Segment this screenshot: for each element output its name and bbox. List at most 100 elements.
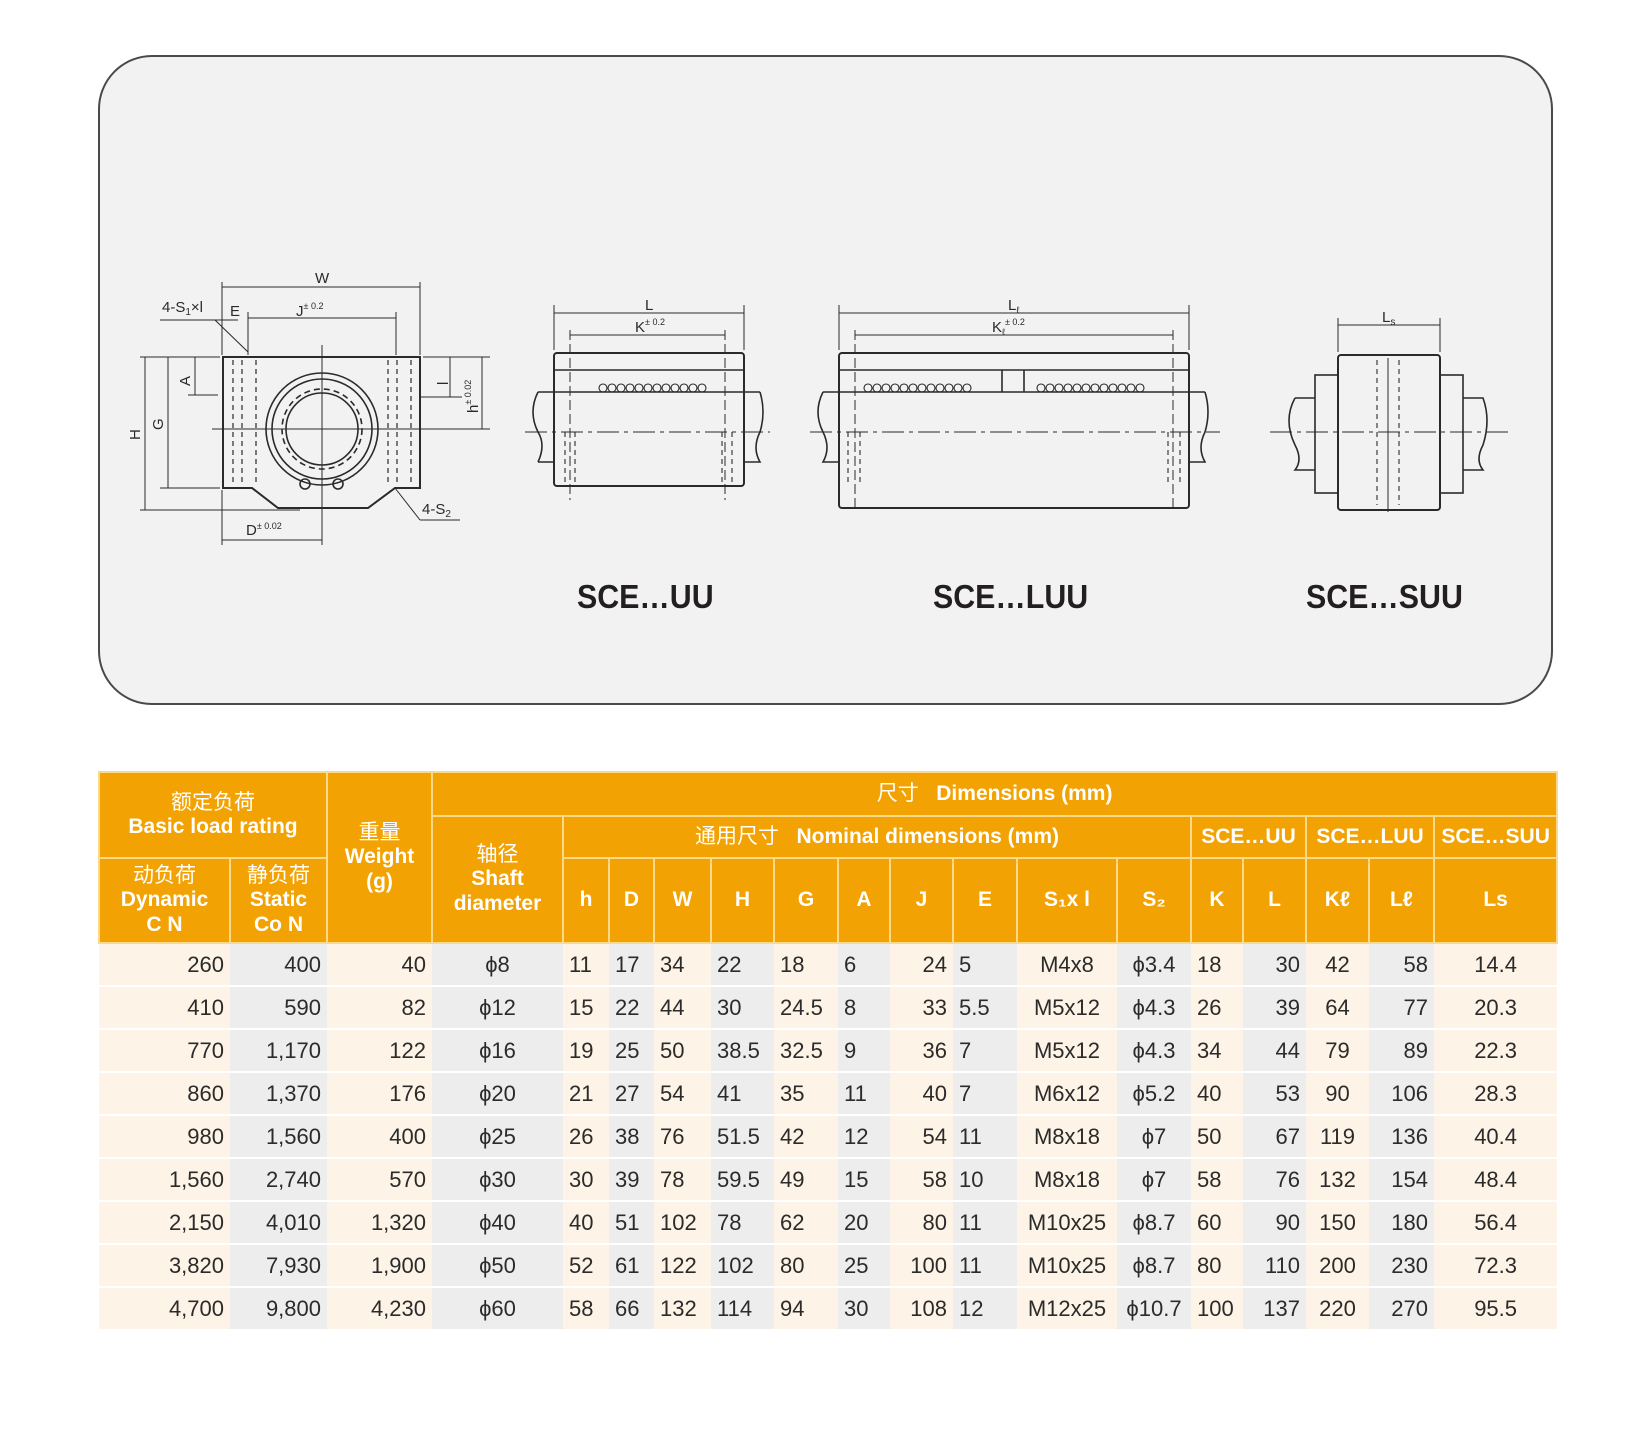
dim-S2: 4-S2 — [422, 501, 451, 520]
model-label-uu: SCE…UU — [577, 578, 714, 615]
uu-side-drawing: L K± 0.2 — [525, 297, 770, 500]
cell-S1xl: M5x12 — [1017, 985, 1117, 1029]
header-col-Ls: Ls — [1432, 857, 1559, 944]
cell-S2: ϕ10.7 — [1117, 1286, 1191, 1329]
cell-dynamic: 260 — [99, 942, 230, 986]
header-col-Ll: Lℓ — [1368, 857, 1435, 944]
header-nominal-dimensions: 通用尺寸 Nominal dimensions (mm) — [562, 815, 1192, 859]
cell-Ls: 20.3 — [1434, 985, 1558, 1029]
cell-H: 114 — [711, 1286, 774, 1329]
cell-E: 10 — [953, 1157, 1017, 1201]
cell-K: 58 — [1191, 1157, 1243, 1201]
cell-G: 35 — [774, 1071, 838, 1115]
cell-E: 11 — [953, 1114, 1017, 1158]
cell-D: 66 — [609, 1286, 654, 1329]
cell-h: 52 — [563, 1243, 609, 1287]
header-dimensions: 尺寸 Dimensions (mm) — [430, 771, 1559, 817]
cell-H: 22 — [711, 942, 774, 986]
dim-A: A — [177, 376, 194, 386]
cell-S1xl: M4x8 — [1017, 942, 1117, 986]
cell-K: 100 — [1191, 1286, 1243, 1329]
cell-W: 44 — [654, 985, 711, 1029]
cell-S2: ϕ7 — [1117, 1114, 1191, 1158]
header-group-uu: SCE…UU — [1190, 815, 1307, 859]
cell-A: 25 — [838, 1243, 890, 1287]
cell-J: 58 — [890, 1157, 953, 1201]
header-col-K: K — [1190, 857, 1244, 944]
cell-D: 25 — [609, 1028, 654, 1072]
cell-weight: 570 — [327, 1157, 432, 1201]
cell-Kl: 150 — [1306, 1200, 1369, 1244]
cell-S2: ϕ8.7 — [1117, 1200, 1191, 1244]
cell-Kl: 79 — [1306, 1028, 1369, 1072]
cell-dynamic: 2,150 — [99, 1200, 230, 1244]
cell-J: 40 — [890, 1071, 953, 1115]
cell-G: 62 — [774, 1200, 838, 1244]
dim-h: h± 0.02 — [463, 380, 482, 413]
cell-G: 49 — [774, 1157, 838, 1201]
cell-S1xl: M8x18 — [1017, 1157, 1117, 1201]
cell-A: 30 — [838, 1286, 890, 1329]
luu-side-drawing: Lℓ Kℓ± 0.2 — [810, 297, 1220, 510]
cell-Ll: 136 — [1369, 1114, 1434, 1158]
cell-K: 34 — [1191, 1028, 1243, 1072]
cell-K: 80 — [1191, 1243, 1243, 1287]
cell-Ls: 48.4 — [1434, 1157, 1558, 1201]
cell-G: 18 — [774, 942, 838, 986]
cell-D: 22 — [609, 985, 654, 1029]
cell-D: 27 — [609, 1071, 654, 1115]
cell-S1xl: M10x25 — [1017, 1243, 1117, 1287]
cell-J: 33 — [890, 985, 953, 1029]
dim-l: l — [435, 382, 452, 385]
cell-D: 39 — [609, 1157, 654, 1201]
cell-L: 90 — [1243, 1200, 1306, 1244]
cell-A: 6 — [838, 942, 890, 986]
cell-shaft: ϕ30 — [432, 1157, 563, 1201]
cell-L: 53 — [1243, 1071, 1306, 1115]
cell-static: 4,010 — [230, 1200, 327, 1244]
dim-H: H — [127, 429, 144, 440]
cell-Kl: 64 — [1306, 985, 1369, 1029]
cell-static: 1,170 — [230, 1028, 327, 1072]
specification-table: 额定负荷 Basic load rating 重量 Weight (g) 尺寸 … — [98, 771, 1559, 1329]
cell-weight: 400 — [327, 1114, 432, 1158]
cell-h: 15 — [563, 985, 609, 1029]
dim-suu-Ls: Ls — [1382, 309, 1395, 328]
cell-W: 34 — [654, 942, 711, 986]
cell-E: 5 — [953, 942, 1017, 986]
cell-S1xl: M6x12 — [1017, 1071, 1117, 1115]
cell-Ls: 72.3 — [1434, 1243, 1558, 1287]
cell-G: 32.5 — [774, 1028, 838, 1072]
cell-D: 17 — [609, 942, 654, 986]
cell-dynamic: 4,700 — [99, 1286, 230, 1329]
cell-A: 15 — [838, 1157, 890, 1201]
header-col-S1xl: S₁x l — [1016, 857, 1118, 944]
dim-S1xl: 4-S1×l — [162, 299, 203, 318]
cell-weight: 40 — [327, 942, 432, 986]
cell-shaft: ϕ40 — [432, 1200, 563, 1244]
cell-weight: 82 — [327, 985, 432, 1029]
cell-shaft: ϕ60 — [432, 1286, 563, 1329]
cell-E: 5.5 — [953, 985, 1017, 1029]
cell-shaft: ϕ16 — [432, 1028, 563, 1072]
cell-A: 8 — [838, 985, 890, 1029]
cell-S1xl: M5x12 — [1017, 1028, 1117, 1072]
suu-side-drawing: Ls — [1270, 309, 1510, 512]
cell-Kl: 42 — [1306, 942, 1369, 986]
cell-Ll: 58 — [1369, 942, 1434, 986]
cell-dynamic: 860 — [99, 1071, 230, 1115]
header-basic-load-rating: 额定负荷 Basic load rating — [98, 771, 328, 859]
cell-shaft: ϕ8 — [432, 942, 563, 986]
cell-shaft: ϕ12 — [432, 985, 563, 1029]
header-col-L: L — [1242, 857, 1307, 944]
cell-J: 24 — [890, 942, 953, 986]
dim-W: W — [315, 270, 330, 287]
dim-E: E — [230, 303, 240, 320]
cell-H: 51.5 — [711, 1114, 774, 1158]
dim-uu-K: K± 0.2 — [635, 317, 665, 336]
cell-L: 44 — [1243, 1028, 1306, 1072]
cell-h: 26 — [563, 1114, 609, 1158]
